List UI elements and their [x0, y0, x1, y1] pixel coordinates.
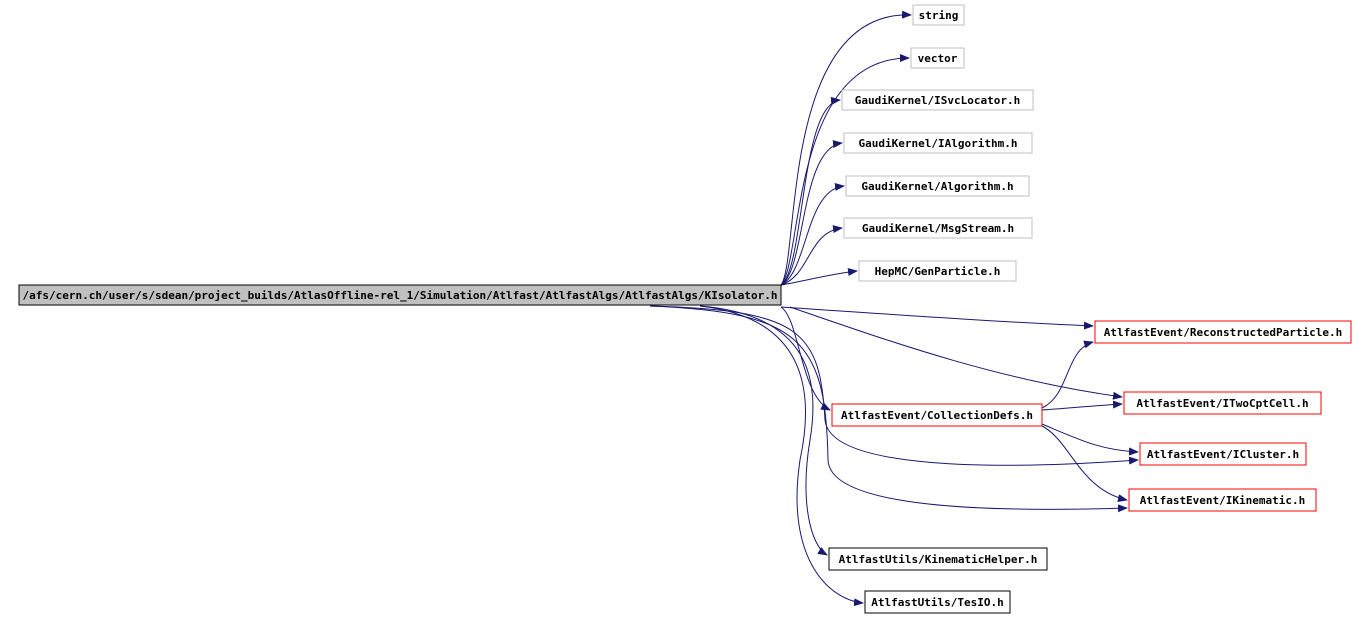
edge-root-to-algorithm [780, 182, 845, 286]
edge-root-to-tesio [699, 305, 864, 607]
node-box [858, 260, 1017, 282]
node-box [910, 47, 965, 69]
node-ialgorithm: GaudiKernel/IAlgorithm.h [843, 132, 1033, 154]
edge-root-to-ialgorithm [780, 140, 843, 286]
node-label: string [919, 9, 959, 22]
edge-root-to-isvclocator [780, 96, 841, 286]
node-box[interactable] [828, 547, 1048, 571]
node-label: GaudiKernel/Algorithm.h [861, 180, 1013, 193]
node-string: string [912, 4, 965, 26]
node-label[interactable]: AtlfastEvent/ICluster.h [1147, 448, 1299, 461]
node-box [18, 284, 782, 306]
node-label: HepMC/GenParticle.h [875, 265, 1001, 278]
node-label: vector [918, 52, 958, 65]
node-label: GaudiKernel/ISvcLocator.h [855, 94, 1021, 107]
edge-collectiondefs-to-ikinematic [1041, 425, 1128, 503]
edge-root-to-collectiondefs [780, 306, 831, 411]
node-ikinematic[interactable]: AtlfastEvent/IKinematic.h [1128, 488, 1317, 512]
node-icluster[interactable]: AtlfastEvent/ICluster.h [1139, 442, 1307, 466]
node-label[interactable]: AtlfastUtils/KinematicHelper.h [839, 553, 1038, 566]
node-label: GaudiKernel/MsgStream.h [862, 222, 1014, 235]
node-label: GaudiKernel/IAlgorithm.h [859, 137, 1018, 150]
node-label[interactable]: AtlfastEvent/ReconstructedParticle.h [1104, 326, 1342, 339]
node-box[interactable] [864, 590, 1011, 614]
node-label[interactable]: AtlfastEvent/ITwoCptCell.h [1136, 397, 1308, 410]
edge-collectiondefs-to-icluster [1041, 423, 1139, 456]
node-box[interactable] [831, 403, 1043, 427]
edge-root-to-string [780, 10, 912, 286]
node-tesio[interactable]: AtlfastUtils/TesIO.h [864, 590, 1011, 614]
edge-root-to-kinhelper [699, 305, 828, 556]
node-vector: vector [910, 47, 965, 69]
node-box [843, 217, 1033, 239]
node-box[interactable] [1139, 442, 1307, 466]
node-box[interactable] [1094, 320, 1352, 344]
edge-root-to-ikinematic [649, 305, 1128, 513]
edge-root-to-twocptcell [789, 306, 1123, 400]
edge-root-to-msgstream [780, 225, 843, 286]
node-twocptcell[interactable]: AtlfastEvent/ITwoCptCell.h [1123, 391, 1322, 415]
node-kinhelper[interactable]: AtlfastUtils/KinematicHelper.h [828, 547, 1048, 571]
node-label[interactable]: AtlfastEvent/CollectionDefs.h [841, 409, 1033, 422]
node-box [841, 89, 1034, 111]
node-label[interactable]: AtlfastUtils/TesIO.h [871, 596, 1003, 609]
node-label[interactable]: AtlfastEvent/IKinematic.h [1140, 494, 1306, 507]
edge-root-to-genparticle [780, 268, 858, 286]
node-box [912, 4, 965, 26]
dependency-edges [649, 10, 1139, 607]
node-box [843, 132, 1033, 154]
node-root: /afs/cern.ch/user/s/sdean/project_builds… [18, 284, 782, 306]
dependency-nodes: /afs/cern.ch/user/s/sdean/project_builds… [18, 4, 1352, 614]
edge-root-to-recparticle [780, 306, 1094, 330]
node-recparticle[interactable]: AtlfastEvent/ReconstructedParticle.h [1094, 320, 1352, 344]
node-box [845, 175, 1030, 197]
node-collectiondefs[interactable]: AtlfastEvent/CollectionDefs.h [831, 403, 1043, 427]
edge-collectiondefs-to-recparticle [1041, 340, 1094, 409]
node-isvclocator: GaudiKernel/ISvcLocator.h [841, 89, 1034, 111]
node-msgstream: GaudiKernel/MsgStream.h [843, 217, 1033, 239]
node-box[interactable] [1128, 488, 1317, 512]
node-label: /afs/cern.ch/user/s/sdean/project_builds… [23, 289, 778, 302]
node-algorithm: GaudiKernel/Algorithm.h [845, 175, 1030, 197]
edge-collectiondefs-to-twocptcell [1041, 400, 1123, 411]
node-genparticle: HepMC/GenParticle.h [858, 260, 1017, 282]
edge-root-to-icluster [649, 305, 1139, 466]
node-box[interactable] [1123, 391, 1322, 415]
